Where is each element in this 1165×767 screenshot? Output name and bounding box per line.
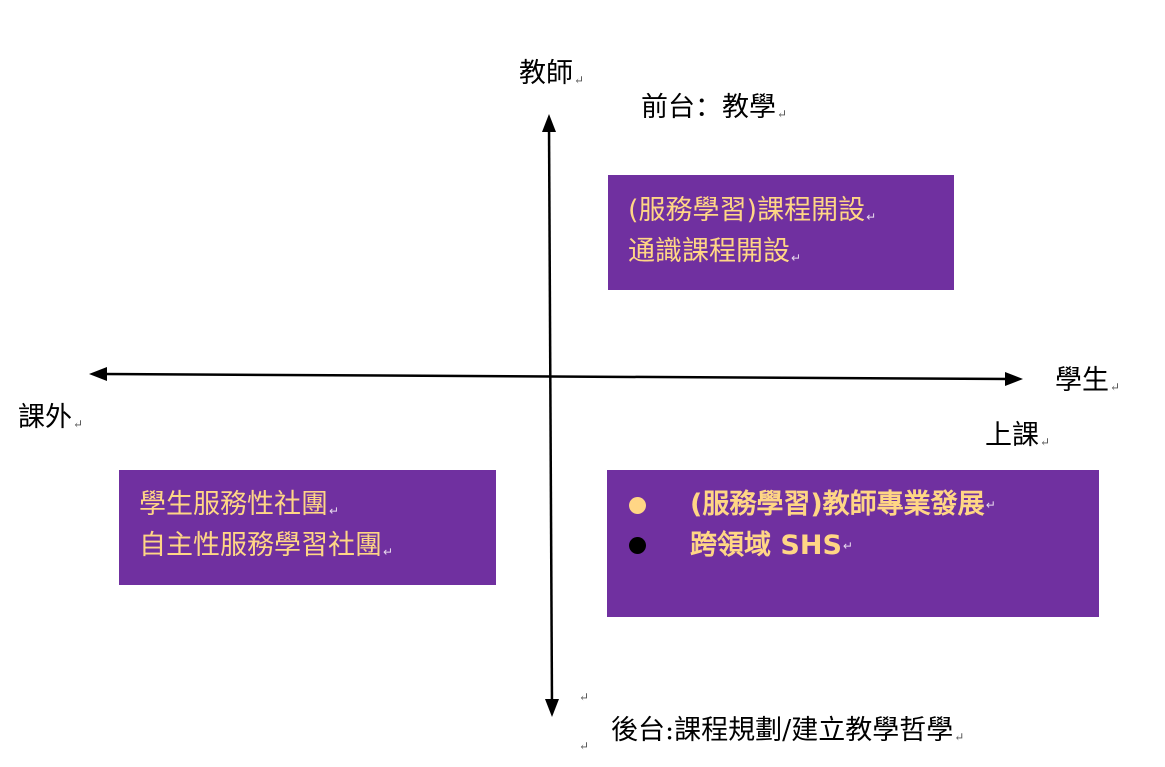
- arrow-left-icon: [89, 367, 107, 381]
- return-arrow-icon: ↵: [383, 544, 394, 559]
- right-axis-label: 學生↵: [1055, 365, 1121, 396]
- return-arrow-icon: ↵: [579, 690, 590, 704]
- box-line: (服務學習)課程開設↵: [628, 195, 877, 226]
- box-line: 自主性服務學習社團↵: [139, 529, 394, 561]
- arrow-down-icon: [545, 699, 559, 717]
- left-axis-label: 課外↵: [18, 402, 84, 433]
- return-arrow-icon: ↵: [329, 504, 340, 518]
- return-arrow-icon: ↵: [1110, 380, 1121, 394]
- return-arrow-icon: ↵: [985, 498, 996, 513]
- back-stage-label: 後台:課程規劃/建立教學哲學↵: [611, 715, 965, 746]
- right-below-label: 上課↵: [985, 420, 1051, 451]
- club-box: 學生服務性社團↵ 自主性服務學習社團↵: [119, 470, 496, 585]
- return-arrow-icon: ↵: [777, 107, 788, 121]
- return-arrow-icon: ↵: [1040, 435, 1051, 449]
- return-arrow-icon: ↵: [866, 210, 877, 224]
- teacher-development-box: (服務學習)教師專業發展↵ 跨領域 SHS↵: [607, 470, 1099, 617]
- bullet-icon: [629, 496, 646, 514]
- box-line: 學生服務性社團↵: [139, 489, 340, 520]
- return-arrow-icon: ↵: [791, 250, 802, 265]
- return-arrow-icon: ↵: [73, 417, 84, 431]
- bullet-item: 跨領域 SHS↵: [629, 526, 1099, 567]
- vertical-axis: [542, 114, 559, 717]
- arrow-right-icon: [1005, 372, 1023, 386]
- return-arrow-icon: ↵: [579, 739, 590, 753]
- course-box: (服務學習)課程開設↵ 通識課程開設↵: [608, 175, 954, 290]
- return-arrow-icon: ↵: [574, 73, 585, 87]
- bullet-icon: [629, 537, 646, 555]
- top-axis-label: 教師↵: [519, 58, 585, 89]
- front-stage-label: 前台：教學↵: [641, 92, 788, 123]
- horizontal-axis: [89, 367, 1023, 386]
- arrow-up-icon: [542, 114, 556, 132]
- return-arrow-icon: ↵: [842, 538, 853, 553]
- bullet-item: (服務學習)教師專業發展↵: [629, 485, 1099, 526]
- return-arrow-icon: ↵: [954, 730, 965, 744]
- box-line: 通識課程開設↵: [628, 235, 802, 267]
